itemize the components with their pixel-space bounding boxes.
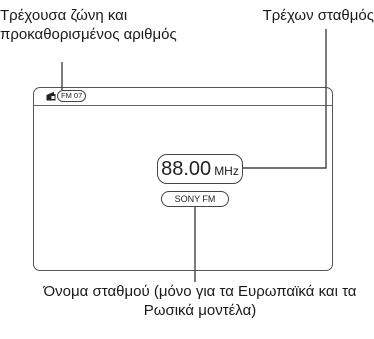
frequency-display: 88.00 MHz	[157, 154, 243, 184]
frequency-unit: MHz	[214, 164, 239, 178]
band-preset-callout-label: Τρέχουσα ζώνη και προκαθορισμένος αριθμό…	[0, 7, 177, 43]
station-name-callout-label: Όνομα σταθμού (μόνο για τα Ευρωπαϊκά και…	[43, 283, 357, 319]
band-preset-indicator: FM 07	[46, 90, 87, 102]
current-station-leader-line	[243, 29, 327, 169]
screen-header-divider	[34, 105, 332, 106]
band-preset-text: FM 07	[57, 90, 87, 102]
radio-icon	[46, 91, 56, 101]
frequency-value: 88.00	[161, 158, 212, 180]
tv-screen-frame: FM 07	[33, 87, 333, 271]
current-station-callout-label: Τρέχων σταθμός	[262, 7, 374, 24]
station-name-display: SONY FM	[161, 191, 229, 207]
